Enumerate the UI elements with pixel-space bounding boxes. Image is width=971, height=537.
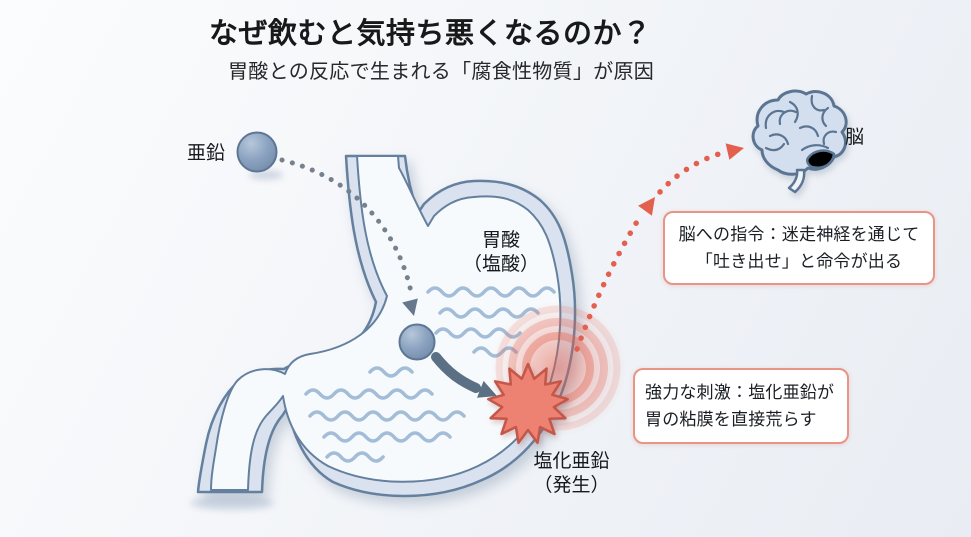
swallow-arrowhead [402, 298, 418, 316]
brain-icon [751, 89, 848, 194]
curved-arrow-icon [431, 352, 497, 398]
page-subtitle: 胃酸との反応で生まれる「腐食性物質」が原因 [228, 61, 655, 83]
dotted-arrow-down-icon [279, 157, 418, 316]
duodenum-shadow [190, 496, 274, 510]
signal-dots [657, 149, 729, 195]
zinc-label: 亜鉛 [187, 143, 226, 164]
callout-strong-stimulus: 強力な刺激：塩化亜鉛が 胃の粘膜を直接荒らす [633, 368, 849, 445]
dotted-arrow-up-icon [574, 143, 744, 352]
sphere-icon-zinc-in-stomach [398, 323, 436, 361]
reaction-arrow-shaft [431, 352, 481, 393]
sphere-icon-zinc [236, 131, 278, 173]
wave-line [325, 451, 385, 463]
brain-gyri [764, 94, 838, 152]
brain-stem [787, 168, 806, 194]
signal-dots [574, 217, 641, 352]
wave-line [304, 388, 434, 400]
zinc-chloride-label: 塩化亜鉛 （発生） [501, 450, 642, 497]
swallow-dots [279, 157, 415, 300]
callout-brain-command-line1: 脳への指令：迷走神経を通じて [678, 225, 920, 244]
zinc-chloride-label-line2: （発生） [533, 474, 610, 496]
reaction-arrowhead [477, 380, 497, 398]
wave-line [322, 431, 452, 443]
stomach-acid-label: 胃酸 （塩酸） [445, 229, 557, 276]
signal-arrowhead [638, 197, 655, 216]
pain-ring [495, 305, 621, 431]
starburst-icon [487, 362, 569, 445]
signal-arrowhead [725, 143, 744, 160]
wave-line [368, 366, 414, 378]
callout-strong-stimulus-line2: 胃の粘膜を直接荒らす [645, 410, 817, 430]
callout-strong-stimulus-line1: 強力な刺激：塩化亜鉛が [645, 383, 835, 402]
callout-brain-command: 脳への指令：迷走神経を通じて 「吐き出せ」と命令が出る [663, 211, 935, 286]
wave-line [308, 410, 466, 422]
page-title: なぜ飲むと気持ち悪くなるのか？ [209, 18, 652, 50]
stomach-icon [196, 154, 577, 498]
wave-line [426, 286, 556, 298]
stomach-acid-label-line2: （塩酸） [462, 253, 539, 275]
wave-lines-icon [304, 286, 556, 463]
brain-cerebellum [805, 149, 836, 169]
stomach-wall-inner [210, 155, 562, 491]
callout-brain-command-line2: 「吐き出せ」と命令が出る [695, 252, 903, 272]
brain-label: 脳 [845, 127, 865, 148]
stomach-acid-label-line1: 胃酸 [481, 230, 520, 251]
zinc-chloride-label-line1: 塩化亜鉛 [533, 451, 610, 472]
zinc-ball-shadow [249, 170, 283, 180]
